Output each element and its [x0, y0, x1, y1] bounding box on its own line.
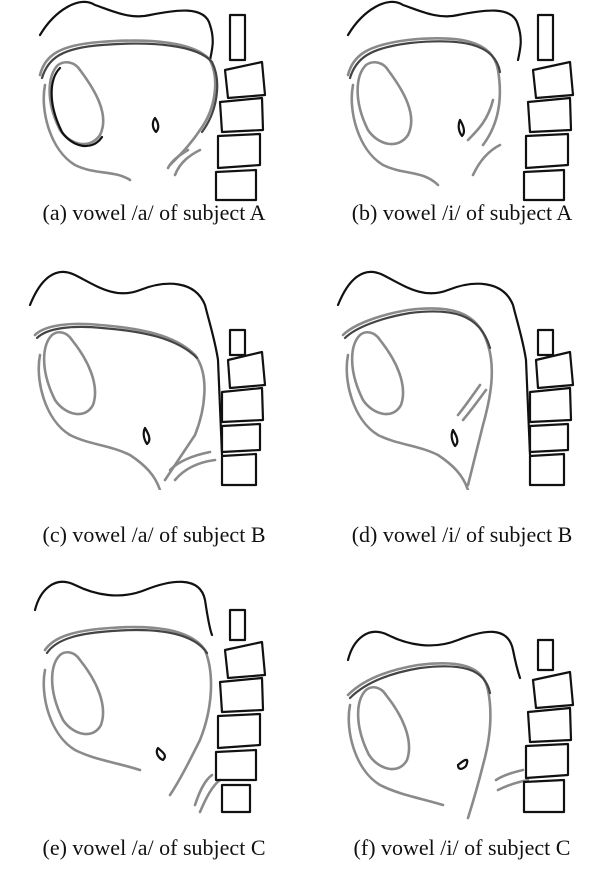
panel-d: (d) vowel /i/ of subject B: [308, 250, 616, 542]
vertebrae: [216, 610, 265, 812]
epiglottis-mark: [452, 430, 458, 446]
tongue-tip-loop: [358, 62, 412, 144]
panel-caption: (b) vowel /i/ of subject A: [308, 200, 616, 226]
epiglottis-mark: [144, 428, 150, 444]
epiglottis-mark: [458, 760, 467, 769]
skull-outline: [348, 632, 520, 678]
tongue-tip-loop-alt: [52, 68, 102, 146]
tongue-tip-loop: [50, 62, 104, 144]
panel-f: (f) vowel /i/ of subject C: [308, 580, 616, 872]
pharynx-lines: [170, 452, 215, 480]
palate-contour-alt: [350, 666, 490, 698]
vertebrae: [222, 330, 265, 485]
vertebrae: [216, 15, 265, 200]
tongue-tip-loop: [352, 332, 403, 414]
palate-contour: [348, 663, 490, 818]
epiglottis-mark: [153, 118, 158, 132]
tongue-tip-loop: [358, 687, 409, 769]
pharynx-lines: [168, 150, 200, 175]
vocal-tract-diagram-f: [308, 580, 616, 820]
vertebrae: [530, 330, 573, 485]
panel-b: (b) vowel /i/ of subject A: [308, 0, 616, 292]
jaw-contour: [352, 85, 438, 185]
panel-e: (e) vowel /a/ of subject C: [0, 580, 308, 872]
vertebrae: [524, 640, 573, 812]
pharynx-lines: [458, 385, 486, 420]
panel-caption: (c) vowel /a/ of subject B: [0, 522, 308, 548]
panel-caption: (f) vowel /i/ of subject C: [308, 835, 616, 861]
tongue-tip-loop: [52, 652, 103, 734]
epiglottis-mark: [459, 120, 464, 136]
vocal-tract-diagram-d: [308, 250, 616, 490]
palate-contour: [40, 41, 215, 165]
tongue-tip-loop: [44, 332, 95, 414]
panel-c: (c) vowel /a/ of subject B: [0, 250, 308, 542]
jaw-contour: [39, 355, 160, 490]
epiglottis-mark: [157, 748, 165, 760]
palate-contour-alt: [42, 44, 217, 132]
jaw-contour: [347, 355, 468, 490]
jaw-contour: [44, 670, 140, 770]
jaw-contour: [349, 705, 443, 805]
panel-caption: (d) vowel /i/ of subject B: [308, 522, 616, 548]
panel-a: (a) vowel /a/ of subject A: [0, 0, 308, 292]
palate-contour: [343, 308, 492, 485]
panel-caption: (e) vowel /a/ of subject C: [0, 835, 308, 861]
vertebrae: [524, 15, 573, 200]
panel-caption: (a) vowel /a/ of subject A: [0, 200, 308, 226]
vocal-tract-diagram-e: [0, 580, 308, 820]
jaw-contour: [44, 85, 130, 180]
pharynx-lines: [468, 100, 500, 175]
palate-contour: [35, 324, 204, 480]
vocal-tract-diagram-c: [0, 250, 308, 490]
